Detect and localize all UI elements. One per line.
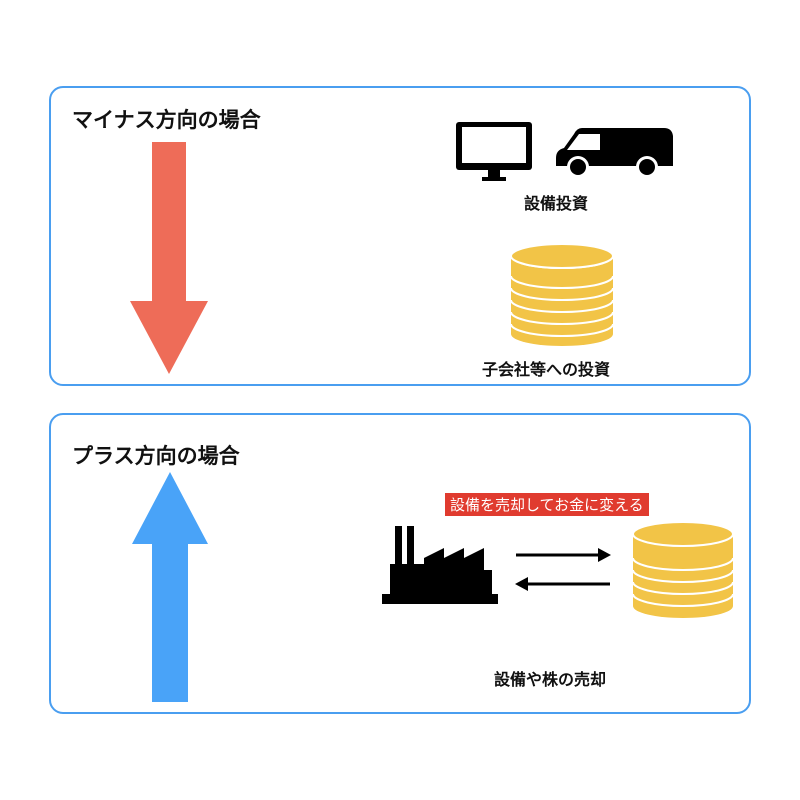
monitor-icon (456, 122, 532, 181)
coin-stack-icon (632, 521, 734, 618)
up-arrow-icon (132, 472, 208, 702)
panel-plus-title: プラス方向の場合 (72, 444, 240, 468)
coin-stack-icon (510, 243, 614, 346)
exchange-arrows-icon (515, 548, 611, 591)
sell-equipment-badge: 設備を売却してお金に変える (445, 493, 649, 516)
sale-of-equipment-label: 設備や株の売却 (494, 670, 607, 689)
factory-icon (382, 526, 498, 604)
capex-label: 設備投資 (524, 194, 589, 213)
panel-minus-title: マイナス方向の場合 (72, 108, 261, 132)
van-icon (556, 128, 673, 178)
subsidiary-investment-label: 子会社等への投資 (482, 360, 611, 379)
down-arrow-icon (130, 142, 208, 374)
